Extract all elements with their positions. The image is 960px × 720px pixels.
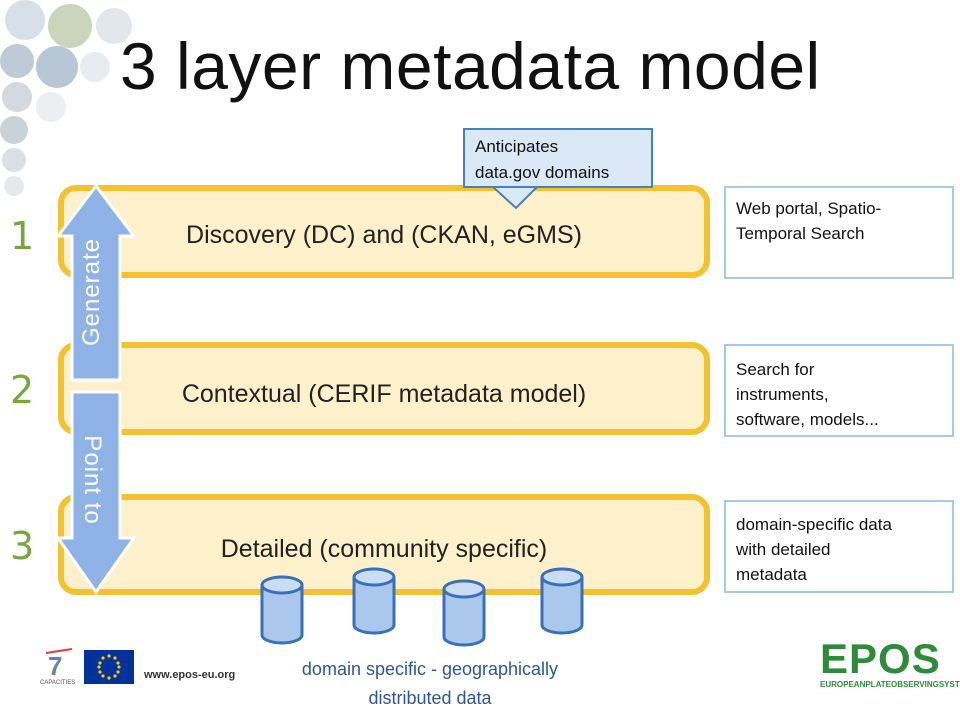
- arrows-graphic: [54, 183, 138, 595]
- fp7-caption: CAPACITIES: [40, 680, 76, 686]
- layer-label: Detailed (community specific): [220, 535, 548, 563]
- epos-logo: EPOS: [820, 635, 941, 682]
- svg-text:7: 7: [48, 651, 62, 681]
- database-icon: [442, 579, 486, 647]
- layer-contextual: Contextual (CERIF metadata model): [58, 342, 710, 435]
- layer-number-1: 1: [10, 214, 35, 258]
- callout-line: data.gov domains: [475, 163, 610, 182]
- callout-line: Anticipates: [475, 137, 559, 156]
- down-arrow-icon: [55, 390, 137, 595]
- note-discovery: Web portal, Spatio- Temporal Search: [724, 186, 954, 279]
- note-line: Temporal Search: [736, 224, 865, 243]
- layer-label: Discovery (DC) and (CKAN, eGMS): [186, 221, 582, 249]
- generate-label: Generate: [78, 237, 105, 347]
- epos-logo-subtitle: EUROPEANPLATEOBSERVINGSYSTEM: [820, 680, 960, 689]
- database-cylinders: [260, 567, 584, 647]
- database-icon: [260, 575, 304, 645]
- note-detailed: domain-specific data with detailed metad…: [724, 500, 954, 593]
- note-line: with detailed: [736, 540, 831, 559]
- page-title: 3 layer metadata model: [120, 29, 821, 103]
- callout-pointer: [490, 184, 541, 210]
- point-to-label: Point to: [79, 435, 106, 525]
- layer-discovery: Discovery (DC) and (CKAN, eGMS): [58, 185, 710, 278]
- layer-number-3: 3: [10, 524, 35, 568]
- eu-flag-logo: [84, 650, 134, 684]
- footer-line: distributed data: [368, 688, 492, 708]
- note-line: software, models...: [736, 410, 879, 429]
- callout-anticipates: Anticipates data.gov domains: [463, 128, 653, 188]
- footer-line: domain specific - geographically: [301, 659, 559, 679]
- database-icon: [540, 567, 584, 635]
- note-line: domain-specific data: [736, 515, 892, 534]
- fp7-logo: 7: [42, 645, 82, 687]
- decorative-bubbles: [0, 0, 160, 240]
- up-arrow-icon: [54, 183, 138, 382]
- database-icon: [352, 567, 396, 635]
- footer-caption: domain specific - geographically distrib…: [250, 655, 610, 713]
- layer-number-2: 2: [10, 368, 35, 412]
- note-line: instruments,: [736, 385, 829, 404]
- layer-label: Contextual (CERIF metadata model): [181, 380, 587, 408]
- note-line: metadata: [736, 565, 807, 584]
- website-url: www.epos-eu.org: [144, 669, 236, 681]
- note-contextual: Search for instruments, software, models…: [724, 344, 954, 437]
- note-line: Search for: [736, 360, 815, 379]
- note-line: Web portal, Spatio-: [736, 199, 882, 218]
